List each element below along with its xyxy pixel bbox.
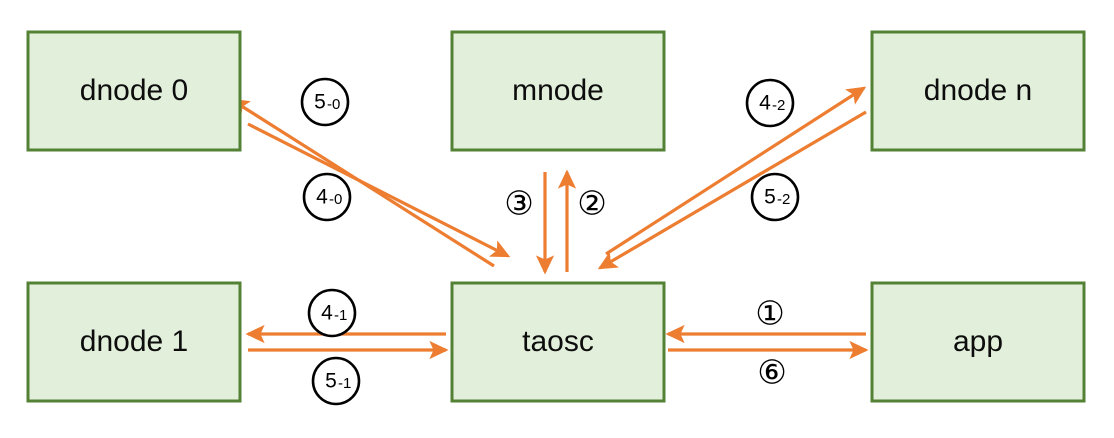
step-marker-m3: ③ xyxy=(504,184,534,223)
edge-line-e5-2 xyxy=(597,110,867,270)
node-taosc[interactable]: taosc xyxy=(450,281,666,403)
step-marker-m6: ⑥ xyxy=(757,353,787,392)
node-box-dnode0[interactable] xyxy=(26,30,242,152)
step-marker-m4-1: 4-1 xyxy=(307,288,357,338)
step-number-m4-1: 4 xyxy=(321,302,333,325)
step-circle-m5-2 xyxy=(750,172,800,222)
edge-e4-0 xyxy=(247,122,511,258)
node-dnode1[interactable]: dnode 1 xyxy=(26,281,242,403)
node-box-mnode[interactable] xyxy=(450,30,666,152)
step-number-m4-2: 4 xyxy=(759,92,771,115)
node-label-mnode: mnode xyxy=(512,74,604,107)
step-suffix-m4-2: -2 xyxy=(772,97,785,114)
node-box-dnoden[interactable] xyxy=(870,30,1086,152)
step-number-m4-0: 4 xyxy=(316,186,328,209)
node-label-dnoden: dnode n xyxy=(924,74,1032,107)
edge-e4-2 xyxy=(605,86,867,256)
edges-layer xyxy=(229,86,869,360)
step-suffix-m5-2: -2 xyxy=(777,191,790,208)
step-circle-m5-1 xyxy=(311,356,361,406)
node-box-dnode1[interactable] xyxy=(26,281,242,403)
nodes-layer: dnode 0 mnode dnode n dnode 1 taosc app xyxy=(26,30,1086,403)
step-suffix-m5-0: -0 xyxy=(327,96,340,113)
step-number-m5-0: 5 xyxy=(314,91,326,114)
step-number-m5-1: 5 xyxy=(325,370,337,393)
step-marker-m4-2: 4-2 xyxy=(745,78,795,128)
step-marker-m5-0: 5-0 xyxy=(300,77,350,127)
node-app[interactable]: app xyxy=(870,281,1086,403)
step-circle-m5-0 xyxy=(300,77,350,127)
step-suffix-m4-0: -0 xyxy=(329,191,342,208)
node-box-taosc[interactable] xyxy=(450,281,666,403)
node-box-app[interactable] xyxy=(870,281,1086,403)
node-dnoden[interactable]: dnode n xyxy=(870,30,1086,152)
step-suffix-m5-1: -1 xyxy=(338,375,351,392)
step-marker-m2: ② xyxy=(577,184,607,223)
node-label-dnode1: dnode 1 xyxy=(80,325,188,358)
step-circle-m4-1 xyxy=(307,288,357,338)
step-glyph-m3: ③ xyxy=(504,184,534,223)
edge-e5-2 xyxy=(597,110,867,270)
step-circle-m4-0 xyxy=(302,172,352,222)
node-dnode0[interactable]: dnode 0 xyxy=(26,30,242,152)
step-marker-m5-2: 5-2 xyxy=(750,172,800,222)
step-number-m5-2: 5 xyxy=(764,186,776,209)
node-mnode[interactable]: mnode xyxy=(450,30,666,152)
edge-line-e4-0 xyxy=(247,122,511,258)
step-marker-m5-1: 5-1 xyxy=(311,356,361,406)
edge-line-e4-2 xyxy=(605,86,867,256)
step-circle-m4-2 xyxy=(745,78,795,128)
step-glyph-m6: ⑥ xyxy=(757,353,787,392)
step-marker-m1: ① xyxy=(755,294,785,333)
step-glyph-m2: ② xyxy=(577,184,607,223)
step-marker-m4-0: 4-0 xyxy=(302,172,352,222)
step-suffix-m4-1: -1 xyxy=(334,307,347,324)
node-label-app: app xyxy=(953,325,1003,358)
node-label-dnode0: dnode 0 xyxy=(80,74,188,107)
step-glyph-m1: ① xyxy=(755,294,785,333)
node-label-taosc: taosc xyxy=(522,325,594,358)
